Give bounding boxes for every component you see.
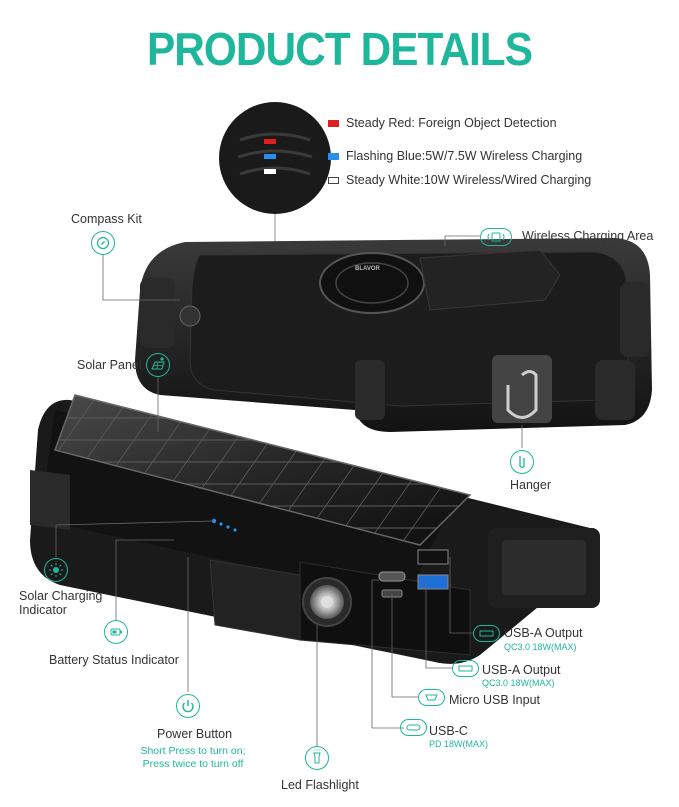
page-title: PRODUCT DETAILS (146, 23, 533, 75)
front-unit (30, 394, 600, 664)
power-button-label: Power Button (157, 727, 233, 741)
leader-lines (55, 235, 523, 746)
micro-usb-icon (418, 689, 445, 706)
usb-c-label: USB-C (429, 724, 468, 738)
led-zoom-circle (219, 102, 331, 250)
led-legend-red: Steady Red: Foreign Object Detection (328, 116, 557, 130)
wireless-charging-area-label: Wireless Charging Area (522, 229, 654, 243)
usb-a-output-1-spec: QC3.0 18W(MAX) (504, 642, 577, 652)
usb-a-icon (452, 660, 479, 677)
white-led-swatch (328, 177, 339, 185)
led-legend-red-label: Steady Red: Foreign Object Detection (346, 116, 557, 130)
usb-a-output-1-label: USB-A Output (504, 626, 583, 640)
power-icon (176, 694, 200, 718)
battery-icon (104, 620, 128, 644)
micro-usb-input-label: Micro USB Input (449, 693, 541, 707)
usb-c-icon (400, 719, 427, 736)
blue-led-swatch (328, 153, 339, 161)
usb-a-output-2-spec: QC3.0 18W(MAX) (482, 678, 555, 688)
back-unit: BLAVOR (135, 238, 652, 432)
hanger-icon (510, 450, 534, 474)
battery-status-indicator-label: Battery Status Indicator (49, 653, 179, 667)
solar-panel-icon (146, 353, 170, 377)
wireless-icon (480, 228, 512, 246)
sun-indicator-icon (44, 558, 68, 582)
compass-kit-label: Compass Kit (71, 212, 142, 226)
led-flashlight-label: Led Flashlight (281, 778, 359, 792)
led-legend-blue: Flashing Blue:5W/7.5W Wireless Charging (328, 149, 582, 163)
led-legend-white-label: Steady White:10W Wireless/Wired Charging (346, 173, 592, 187)
hanger-label: Hanger (510, 478, 551, 492)
compass-icon (91, 231, 115, 255)
power-button-note: Short Press to turn on; Press twice to t… (140, 745, 246, 770)
solar-panel-label: Solar Panel (77, 358, 142, 372)
usb-a-output-2-label: USB-A Output (482, 663, 561, 677)
usb-a-icon (473, 625, 500, 642)
flashlight-icon (305, 746, 329, 770)
usb-c-spec: PD 18W(MAX) (429, 739, 489, 749)
solar-charging-indicator-label: Solar Charging Indicator (19, 589, 103, 617)
led-legend-blue-label: Flashing Blue:5W/7.5W Wireless Charging (346, 149, 583, 163)
brand-mark: BLAVOR (355, 266, 381, 272)
red-led-swatch (328, 120, 339, 128)
led-legend-white: Steady White:10W Wireless/Wired Charging (328, 173, 591, 187)
